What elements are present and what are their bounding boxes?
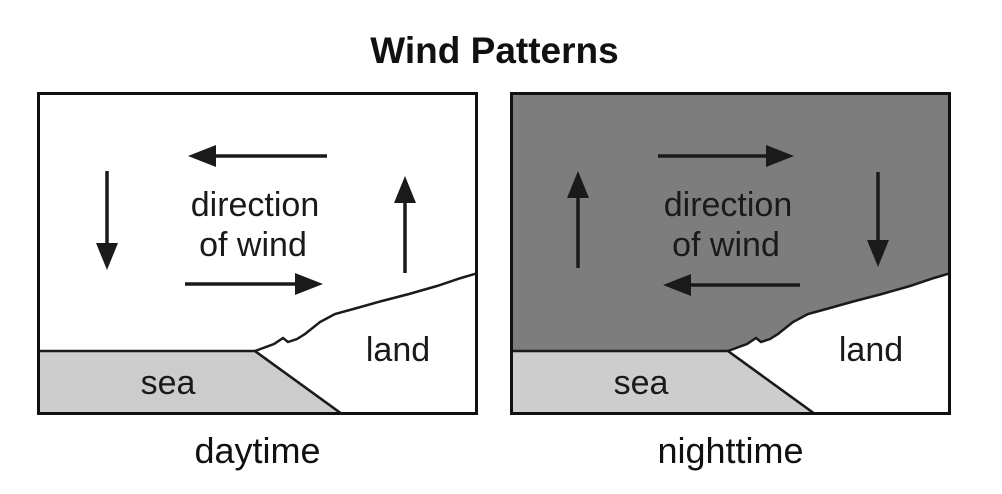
wind-direction-label-line1: direction xyxy=(664,186,793,224)
daytime-panel-border xyxy=(37,92,478,415)
sea-label: sea xyxy=(141,364,196,402)
daytime-caption: daytime xyxy=(194,430,321,471)
daytime-panel: direction of wind sea land xyxy=(37,92,478,415)
nighttime-panel: direction of wind sea land xyxy=(510,92,951,415)
wind-arrow-left-up-icon xyxy=(567,171,589,268)
land-region xyxy=(725,271,951,415)
land-label: land xyxy=(839,331,903,369)
wind-arrow-bottom-left-icon xyxy=(663,274,800,296)
wind-arrow-left-down-icon xyxy=(96,171,118,270)
wind-arrow-right-down-icon xyxy=(867,172,889,267)
wind-arrow-bottom-right-icon xyxy=(185,273,323,295)
wind-arrow-right-up-icon xyxy=(394,176,416,273)
land-label: land xyxy=(366,331,430,369)
diagram-title: Wind Patterns xyxy=(370,30,619,71)
wind-direction-label-line2: of wind xyxy=(199,226,307,264)
wind-arrow-top-left-icon xyxy=(188,145,327,167)
nighttime-panel-border xyxy=(510,92,951,415)
sea-label: sea xyxy=(614,364,669,402)
wind-arrow-top-right-icon xyxy=(658,145,794,167)
land-region xyxy=(252,271,478,415)
wind-direction-label-line2: of wind xyxy=(672,226,780,264)
wind-direction-label-line1: direction xyxy=(191,186,320,224)
nighttime-caption: nighttime xyxy=(657,430,804,471)
